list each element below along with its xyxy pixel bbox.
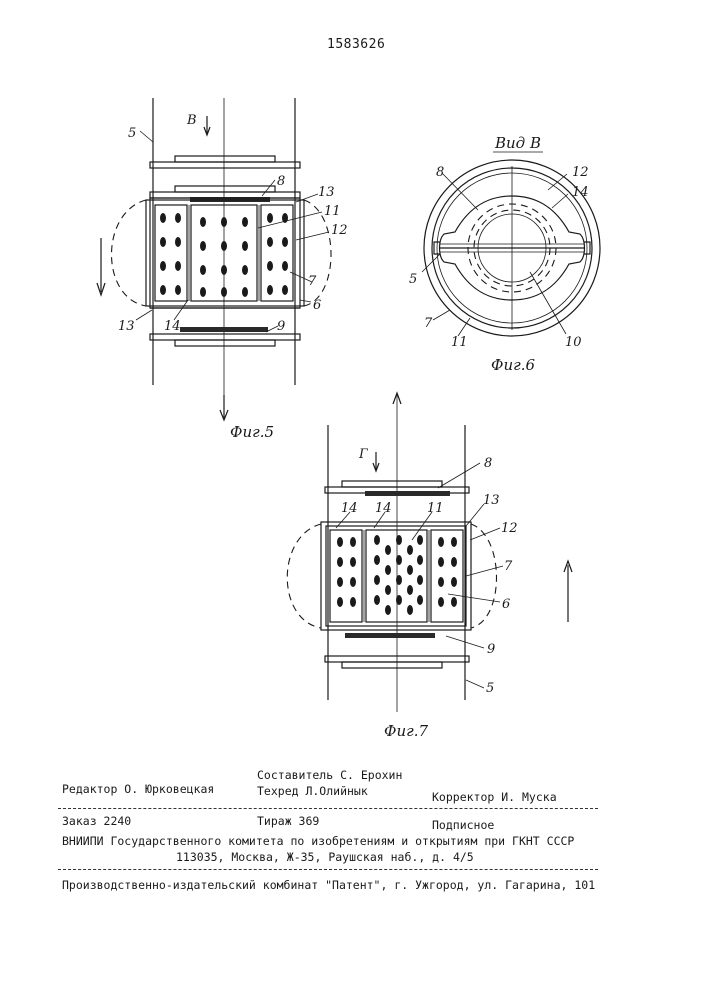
fig5-label-11: 11 — [324, 204, 341, 219]
publisher: Производственно-издательский комбинат "П… — [62, 878, 595, 892]
figure-7: 8 14 14 11 13 12 7 6 9 5 Г Фиг.7 — [287, 393, 572, 740]
compiler: Составитель С. Ерохин — [257, 768, 402, 782]
fig5-label-5: 5 — [128, 126, 136, 141]
fig7-label-13: 13 — [483, 493, 500, 508]
fig5-label-12: 12 — [331, 223, 348, 238]
fig7-label-14-left: 14 — [341, 501, 358, 516]
fig6-label-11: 11 — [451, 335, 468, 350]
fig6-title: Вид В — [494, 134, 541, 152]
fig7-label-12: 12 — [501, 521, 518, 536]
techred: Техред Л.Олийнык — [257, 784, 368, 798]
editor: Редактор О. Юрковецкая — [62, 782, 214, 796]
fig5-view-mark: В — [186, 113, 197, 128]
fig7-label-14-mid: 14 — [375, 501, 392, 516]
figure-6: Вид В 8 12 14 5 7 11 10 Фиг.6 — [409, 134, 600, 374]
fig6-label-5: 5 — [409, 272, 417, 287]
order: Заказ 2240 — [62, 814, 131, 828]
fig7-label-9: 9 — [487, 642, 495, 657]
fig6-caption: Фиг.6 — [491, 356, 535, 374]
circulation: Тираж 369 — [257, 814, 319, 828]
fig6-label-8: 8 — [436, 165, 444, 180]
fig7-label-11: 11 — [427, 501, 444, 516]
fig6-label-12: 12 — [572, 165, 589, 180]
fig7-label-8: 8 — [484, 456, 492, 471]
fig5-label-8: 8 — [277, 174, 285, 189]
institute: ВНИИПИ Государственного комитета по изоб… — [62, 834, 574, 848]
divider — [58, 869, 598, 870]
fig5-caption: Фиг.5 — [230, 423, 274, 441]
fig5-label-9: 9 — [277, 319, 285, 334]
fig7-label-6: 6 — [502, 597, 510, 612]
fig5-label-7: 7 — [308, 274, 317, 289]
fig7-caption: Фиг.7 — [384, 722, 428, 740]
fig6-label-14: 14 — [572, 185, 589, 200]
corrector: Корректор И. Муска — [432, 790, 557, 804]
fig6-label-10: 10 — [565, 335, 582, 350]
fig7-label-5: 5 — [486, 681, 494, 696]
fig5-label-6: 6 — [313, 298, 321, 313]
fig7-label-7: 7 — [504, 559, 513, 574]
subscription: Подписное — [432, 818, 494, 832]
fig5-label-13-bottom: 13 — [118, 319, 135, 334]
fig6-label-7: 7 — [424, 316, 433, 331]
divider — [58, 808, 598, 809]
fig5-label-13-top: 13 — [318, 185, 335, 200]
address: 113035, Москва, Ж-35, Раушская наб., д. … — [176, 850, 474, 864]
fig5-label-14: 14 — [164, 319, 181, 334]
fig7-view-mark: Г — [358, 447, 368, 462]
figure-5: 5 8 13 11 12 7 6 13 14 9 В Фиг.5 — [97, 98, 348, 441]
